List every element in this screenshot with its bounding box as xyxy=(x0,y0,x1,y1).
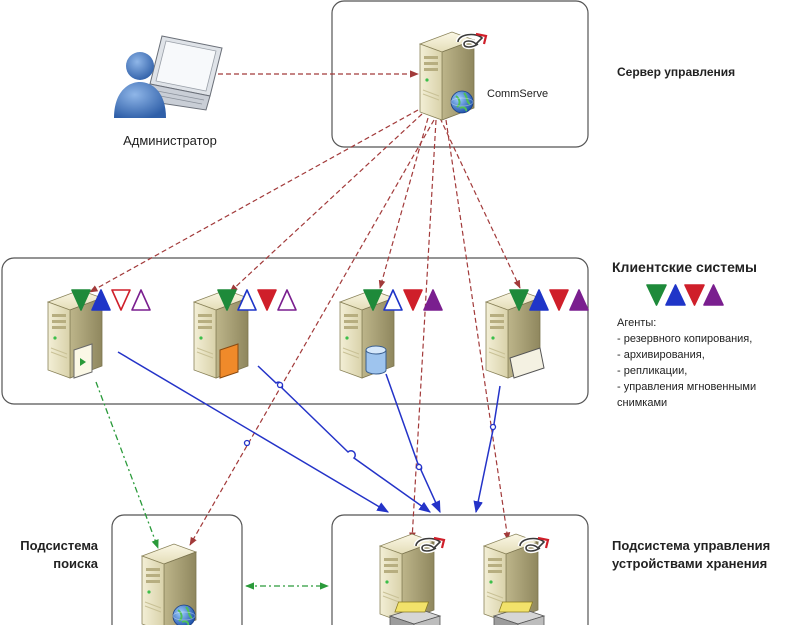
client-systems-box xyxy=(1,257,589,405)
agent-red-outline-icon xyxy=(111,289,131,311)
client-server-3 xyxy=(339,289,443,379)
client-systems-title: Клиентские системы xyxy=(612,259,757,275)
line-crossing-markers xyxy=(243,381,497,471)
agent-green-icon xyxy=(363,289,383,311)
agent-purple-outline-icon xyxy=(277,289,297,311)
client-server-1 xyxy=(47,289,151,379)
agents-description: Агенты: - резервного копирования, - архи… xyxy=(617,317,756,409)
agent-blue-icon xyxy=(91,289,111,311)
agent-green-icon xyxy=(509,289,529,311)
agent-purple-outline-icon xyxy=(131,289,151,311)
agent-green-icon xyxy=(646,284,667,306)
agent-backup-label: - резервного копирования, xyxy=(617,333,752,345)
search-subsystem-title-1: Подсистема xyxy=(20,538,99,553)
client-server-2 xyxy=(193,289,297,379)
database-top xyxy=(365,345,387,355)
search-subsystem-title-2: поиска xyxy=(53,556,99,571)
agent-red-icon xyxy=(549,289,569,311)
management-server-title: Сервер управления xyxy=(617,65,735,79)
agent-red-icon xyxy=(403,289,423,311)
agent-purple-icon xyxy=(423,289,443,311)
agents-title: Агенты: xyxy=(617,317,656,329)
agent-blue-icon xyxy=(529,289,549,311)
agent-green-icon xyxy=(217,289,237,311)
agent-replication-label: - репликации, xyxy=(617,365,687,377)
agent-purple-icon xyxy=(569,289,589,311)
agent-legend-icons xyxy=(646,284,724,306)
client-servers xyxy=(47,289,589,379)
storage-subsystem-title-2: устройствами хранения xyxy=(612,556,767,571)
administrator-icon xyxy=(114,35,223,118)
agent-blue-outline-icon xyxy=(237,289,257,311)
commserve-control-lines xyxy=(89,109,521,546)
agent-archive-label: - архивирования, xyxy=(617,349,705,361)
commserve-label: CommServe xyxy=(487,88,548,100)
agent-snapshot-label-2: снимками xyxy=(617,397,667,409)
agent-snapshot-label: - управления мгновенными xyxy=(617,381,756,393)
storage-subsystem-box xyxy=(331,514,589,625)
disk-drive-icon xyxy=(219,343,239,379)
agent-purple-icon xyxy=(703,284,724,306)
play-icon xyxy=(80,358,86,366)
agent-blue-icon xyxy=(665,284,686,306)
agent-green-icon xyxy=(71,289,91,311)
administrator-label: Администратор xyxy=(123,133,217,148)
database-icon xyxy=(365,349,387,375)
search-server-icon xyxy=(141,543,197,625)
panel-icon xyxy=(509,347,545,379)
storage-subsystem-title-1: Подсистема управления xyxy=(612,538,770,553)
search-index-lines xyxy=(95,381,329,590)
client-server-4 xyxy=(485,289,589,379)
agent-red-icon xyxy=(684,284,705,306)
agent-red-icon xyxy=(257,289,277,311)
agent-blue-outline-icon xyxy=(383,289,403,311)
